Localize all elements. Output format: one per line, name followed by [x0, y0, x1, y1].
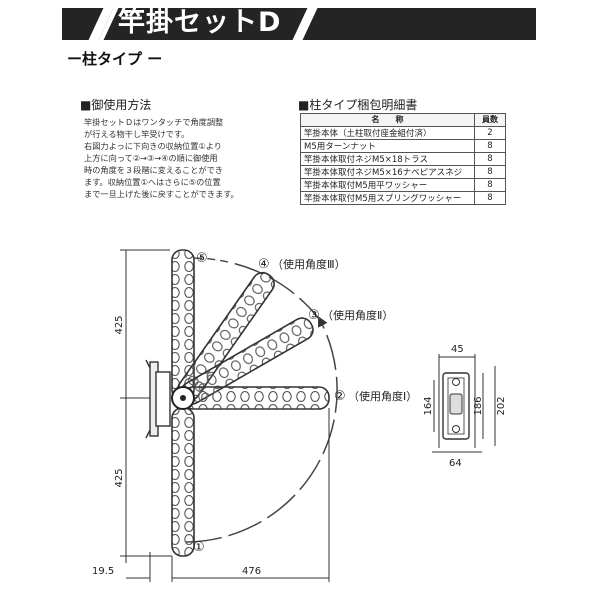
- table-header-row: 名 称 員数: [300, 113, 506, 127]
- usage-line: 上方に向って②→③→④の順に御使用: [84, 153, 218, 163]
- parts-heading: ■柱タイプ梱包明細書: [298, 98, 418, 112]
- product-title: 竿掛セットD: [118, 7, 282, 38]
- dim-lower-height: 425: [114, 468, 125, 487]
- packing-list-table: 名 称 員数 竿掛本体（土柱取付座金組付済） 2 M5用ターンナット 8 竿掛本…: [300, 113, 506, 205]
- dimension-lines: [120, 249, 330, 582]
- dim-arm-length: 476: [242, 566, 261, 577]
- usage-line: 右図力よっに下向きの収納位置①より: [84, 141, 222, 151]
- usage-line: まで一旦上げた後に戻すことができます。: [84, 189, 239, 199]
- bracket-height-outer: 202: [496, 396, 507, 415]
- position-label-2: （使用角度Ⅰ）: [348, 389, 417, 403]
- dim-upper-height: 425: [114, 315, 125, 334]
- usage-line: が行える物干し竿受けです。: [84, 129, 190, 139]
- table-row: 竿掛本体取付M5用スプリングワッシャー 8: [300, 190, 506, 205]
- part-qty: 8: [474, 138, 506, 153]
- product-subtitle: ー柱タイプ ー: [67, 50, 163, 68]
- bracket-bottom-width: 64: [449, 458, 462, 469]
- usage-heading: ■御使用方法: [80, 98, 152, 112]
- usage-line: 竿掛セットＤはワンタッチで角度調整: [84, 117, 224, 127]
- position-mark-2: ②: [334, 389, 346, 404]
- position-label-4: （使用角度Ⅲ）: [272, 257, 346, 271]
- arm-position-2: [182, 386, 330, 410]
- position-label-3: （使用角度Ⅱ）: [322, 308, 393, 322]
- column-header-qty: 員数: [474, 113, 506, 127]
- pivot-hub: [145, 359, 195, 439]
- bracket-height-inner: 164: [423, 396, 434, 415]
- arm-position-1: [171, 407, 195, 557]
- position-mark-5: ⑤: [196, 251, 208, 266]
- column-header-name: 名 称: [300, 113, 475, 127]
- swing-arc: [185, 257, 338, 543]
- part-qty: 8: [474, 190, 506, 205]
- bracket-detail: [432, 354, 496, 453]
- usage-line: 時の角度を３段階に変えることができ: [84, 165, 223, 175]
- table-row: 竿掛本体取付ネジM5×16ナベピアスネジ 8: [300, 164, 506, 179]
- dim-offset: 19.5: [92, 566, 114, 577]
- usage-line: ます。収納位置①へはさらに⑤の位置: [84, 177, 221, 187]
- position-mark-4: ④: [258, 257, 270, 272]
- table-row: M5用ターンナット 8: [300, 138, 506, 153]
- position-mark-3: ③: [308, 308, 320, 323]
- table-row: 竿掛本体取付M5用平ワッシャー 8: [300, 177, 506, 192]
- usage-instructions: 竿掛セットＤはワンタッチで角度調整 が行える物干し竿受けです。 右図力よっに下向…: [84, 116, 262, 200]
- position-mark-1: ①: [193, 540, 205, 555]
- bracket-height-mid: 186: [473, 396, 484, 415]
- bracket-top-width: 45: [451, 344, 464, 355]
